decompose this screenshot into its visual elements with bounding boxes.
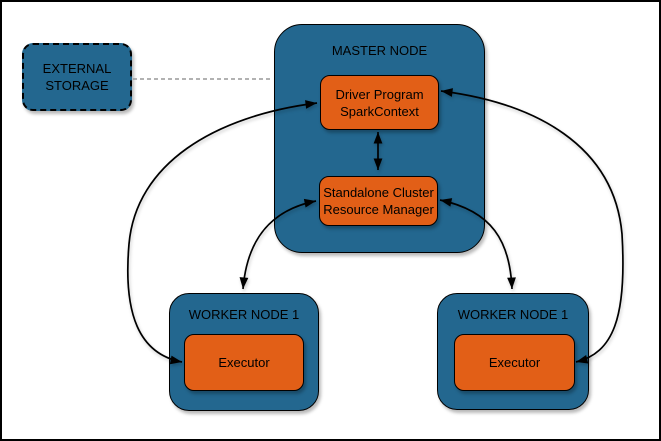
driver-program-label: Driver Program SparkContext — [321, 76, 438, 129]
executor-right-label: Executor — [455, 335, 574, 390]
resource-manager-box: Standalone Cluster Resource Manager — [319, 176, 438, 226]
driver-program-box: Driver Program SparkContext — [320, 75, 439, 130]
resource-manager-label: Standalone Cluster Resource Manager — [320, 177, 437, 225]
driver-program-label-line2: SparkContext — [340, 103, 419, 119]
executor-left-label-text: Executor — [218, 355, 270, 370]
executor-box-left: Executor — [184, 334, 304, 391]
worker-node-right-title: WORKER NODE 1 — [457, 307, 569, 322]
external-storage-label-line1: EXTERNAL — [42, 61, 112, 76]
master-node-title: MASTER NODE — [331, 43, 428, 58]
worker-node-left-title: WORKER NODE 1 — [188, 307, 300, 322]
resource-manager-label-line2: Resource Manager — [323, 202, 434, 217]
driver-program-label-line1: Driver Program — [335, 86, 424, 102]
executor-left-label: Executor — [185, 335, 303, 390]
worker-node-left: WORKER NODE 1 Executor — [169, 293, 319, 411]
resource-manager-label-line1: Standalone Cluster — [323, 185, 434, 200]
worker-node-right: WORKER NODE 1 Executor — [437, 293, 589, 410]
external-storage-label: EXTERNAL STORAGE — [24, 45, 130, 109]
external-storage-node: EXTERNAL STORAGE — [22, 43, 132, 111]
executor-box-right: Executor — [454, 334, 575, 391]
master-node: MASTER NODE Driver Program SparkContext … — [274, 24, 485, 253]
external-storage-label-line2: STORAGE — [45, 78, 109, 93]
executor-right-label-text: Executor — [488, 355, 541, 370]
